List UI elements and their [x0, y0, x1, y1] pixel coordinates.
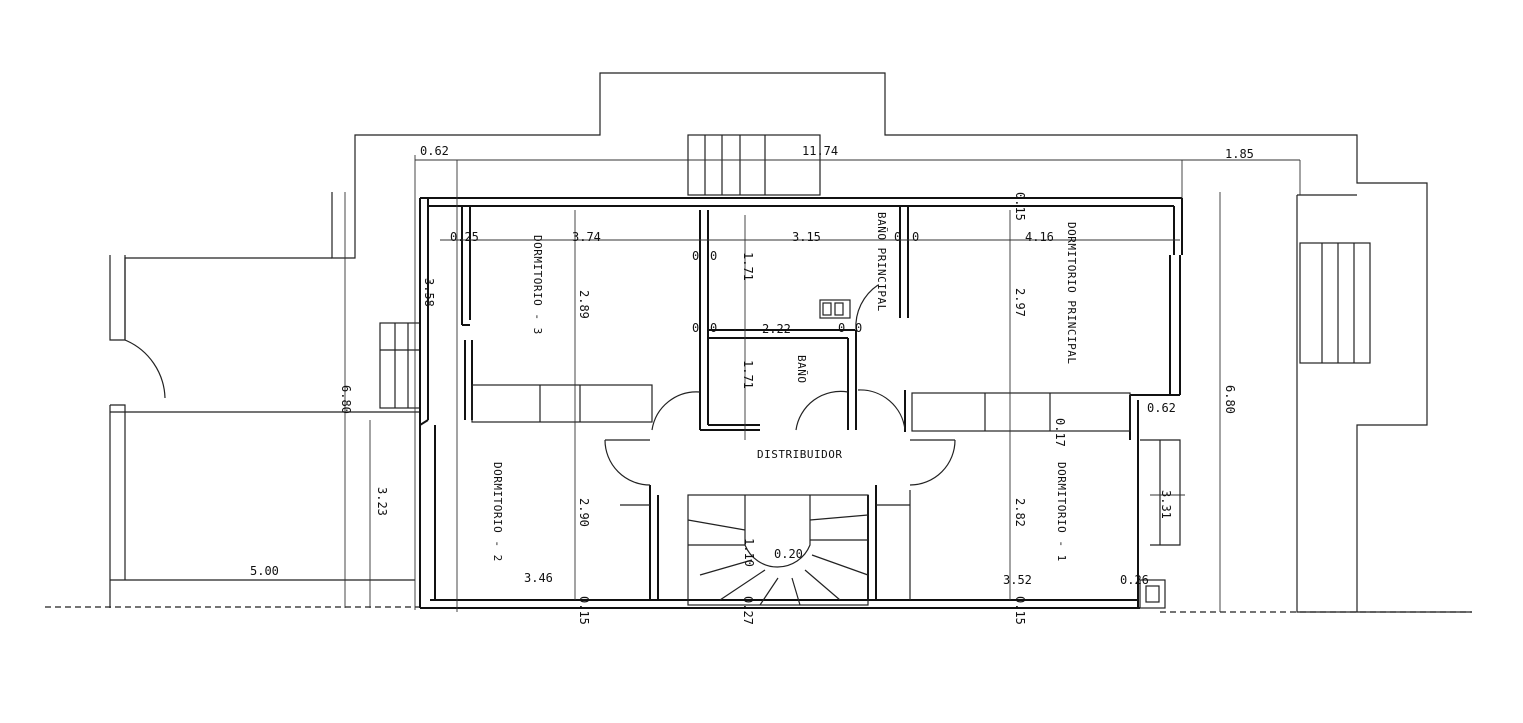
top-stair [687, 134, 821, 196]
door-swings [604, 389, 956, 486]
dim-323: 3.23 [375, 487, 389, 516]
right-stair [1299, 242, 1371, 364]
dim-416: 4.16 [1025, 230, 1054, 244]
site-outline [45, 72, 1472, 613]
dim-110: 1.10 [742, 538, 756, 567]
dim-zero-f: 0 [710, 321, 717, 335]
left-stair [379, 322, 421, 409]
dim-015-b1: 0.15 [577, 596, 591, 625]
dim-346: 3.46 [524, 571, 553, 585]
dim-315: 3.15 [792, 230, 821, 244]
dim-zero-g: 0 [838, 321, 845, 335]
interior-walls [461, 206, 1131, 600]
room-bano-principal: BAÑO PRINCIPAL [875, 212, 888, 312]
room-dormitorio-principal: DORMITORIO PRINCIPAL [1065, 222, 1078, 364]
dim-680-left: 6.80 [339, 385, 353, 414]
dim-352: 3.52 [1003, 573, 1032, 587]
dim-top-185: 1.85 [1225, 147, 1254, 161]
room-bano: BAÑO [795, 355, 808, 384]
dim-zero-b: 0 [710, 249, 717, 263]
dim-282: 2.82 [1013, 498, 1027, 527]
room-dormitorio-3: DORMITORIO - 3 [531, 235, 544, 335]
dim-zero-h: 0 [855, 321, 862, 335]
dim-015-top: 0.15 [1013, 192, 1027, 221]
dim-015-b2: 0.15 [1013, 596, 1027, 625]
room-dormitorio-1: DORMITORIO - 1 [1055, 462, 1068, 562]
dim-025: 0.25 [450, 230, 479, 244]
dim-027: 0.27 [741, 596, 755, 625]
dim-290: 2.90 [577, 498, 591, 527]
dim-374: 3.74 [572, 230, 601, 244]
dim-297: 2.97 [1013, 288, 1027, 317]
dim-017: 0.17 [1053, 418, 1067, 447]
dim-zero-d: 0 [912, 230, 919, 244]
room-dormitorio-2: DORMITORIO - 2 [491, 462, 504, 562]
dim-171-a: 1.71 [741, 252, 755, 281]
dim-358: 3.58 [422, 278, 436, 307]
dim-331: 3.31 [1159, 490, 1173, 519]
dim-top-062: 0.62 [420, 144, 449, 158]
dim-289: 2.89 [577, 290, 591, 319]
dimension-labels: 0.62 11.74 1.85 0.25 3.74 3.15 4.16 0.15… [250, 144, 1254, 625]
dim-zero-c: 0 [894, 230, 901, 244]
dim-171-b: 1.71 [741, 360, 755, 389]
dim-062-right: 0.62 [1147, 401, 1176, 415]
dim-026: 0.26 [1120, 573, 1149, 587]
dim-222: 2.22 [762, 322, 791, 336]
room-distribuidor: DISTRIBUIDOR [757, 448, 842, 461]
dimension-lines [344, 155, 1301, 612]
dim-zero-e: 0 [692, 321, 699, 335]
dim-top-1174: 11.74 [802, 144, 838, 158]
spiral-stair [687, 494, 869, 606]
room-labels: DORMITORIO - 3 DORMITORIO - 2 DORMITORIO… [491, 212, 1078, 562]
main-walls [419, 197, 1183, 609]
dim-020: 0.20 [774, 547, 803, 561]
dim-zero-a: 0 [692, 249, 699, 263]
dim-500: 5.00 [250, 564, 279, 578]
dim-680-right: 6.80 [1223, 385, 1237, 414]
